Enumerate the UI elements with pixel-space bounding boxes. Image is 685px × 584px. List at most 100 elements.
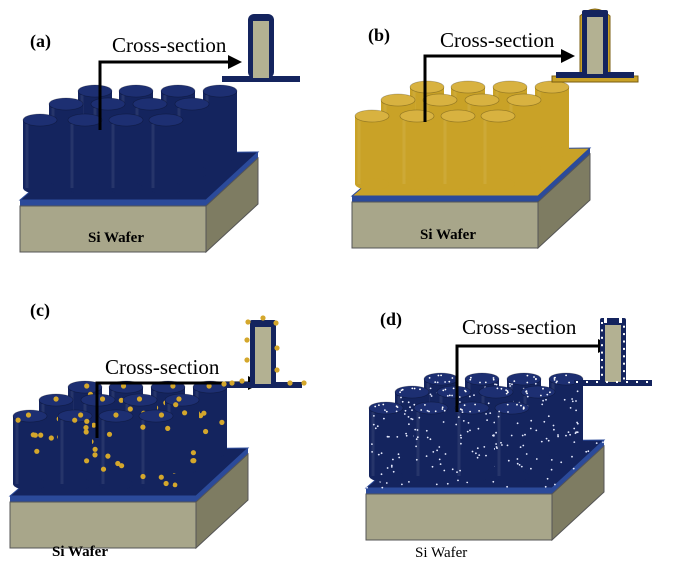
nanopillar-base bbox=[414, 470, 448, 482]
pore bbox=[550, 459, 553, 461]
pore bbox=[489, 412, 492, 414]
surface-pore bbox=[457, 479, 459, 482]
nanopillar-base bbox=[99, 478, 133, 490]
nanopillar-top bbox=[138, 409, 174, 423]
pore bbox=[507, 459, 510, 462]
wafer-coating-edge bbox=[352, 196, 538, 202]
pore bbox=[411, 409, 413, 412]
pore bbox=[460, 442, 462, 445]
pore bbox=[441, 408, 444, 410]
pore bbox=[569, 433, 571, 436]
nanopillar-base bbox=[481, 178, 515, 190]
pore bbox=[521, 434, 524, 437]
pore bbox=[386, 467, 389, 469]
pore bbox=[556, 380, 558, 383]
pore bbox=[553, 379, 556, 381]
nanopillar-base bbox=[455, 470, 489, 482]
cross-section-pore bbox=[586, 381, 588, 383]
panel-c: (c) Cross-section Si Wafer bbox=[8, 300, 307, 560]
pore bbox=[372, 423, 375, 426]
nanopillar-body bbox=[369, 408, 403, 476]
pore bbox=[444, 453, 447, 455]
wafer-coating-edge bbox=[366, 488, 552, 494]
cross-section-pore bbox=[576, 381, 578, 383]
pore bbox=[487, 402, 490, 405]
pore bbox=[506, 403, 509, 406]
pore bbox=[484, 381, 487, 384]
au-nanoparticle bbox=[72, 417, 78, 423]
pore bbox=[496, 387, 499, 390]
nanopillar-body bbox=[481, 116, 515, 184]
nanopillar-body bbox=[68, 120, 102, 188]
pore bbox=[404, 409, 407, 412]
pore bbox=[483, 446, 486, 448]
nanopillar-base bbox=[58, 478, 92, 490]
au-nanoparticle bbox=[172, 482, 178, 488]
pore bbox=[524, 433, 526, 436]
cross-section-base-layer bbox=[556, 72, 634, 78]
cross-section-particle bbox=[229, 380, 235, 386]
pore bbox=[506, 390, 509, 392]
pore bbox=[431, 465, 434, 468]
pore bbox=[569, 407, 572, 409]
surface-pore bbox=[587, 450, 590, 453]
nanopillar-top bbox=[354, 109, 390, 123]
pore bbox=[451, 377, 454, 379]
au-nanoparticle bbox=[38, 432, 44, 438]
cross-section-pore bbox=[623, 370, 625, 373]
surface-pore bbox=[544, 485, 547, 488]
wafer-front-face bbox=[365, 493, 553, 541]
panel-c-label: (c) bbox=[30, 300, 50, 321]
cross-section-particle bbox=[245, 319, 251, 325]
pore bbox=[424, 404, 426, 406]
cross-section-pillar-core bbox=[605, 325, 621, 382]
pore bbox=[576, 390, 579, 393]
pore bbox=[475, 452, 477, 455]
nanopillar-base bbox=[13, 478, 47, 490]
nanopillar-top bbox=[48, 97, 84, 111]
surface-pore bbox=[554, 483, 556, 486]
pore bbox=[571, 400, 574, 403]
pore bbox=[405, 434, 408, 437]
nanopillar-top bbox=[108, 113, 144, 127]
nanopillar-top bbox=[506, 372, 542, 386]
pore bbox=[500, 387, 503, 390]
pore bbox=[526, 395, 529, 398]
nanopillar-top bbox=[409, 80, 445, 94]
pore bbox=[516, 462, 519, 465]
au-nanoparticle bbox=[106, 431, 113, 437]
cross-section-particle bbox=[274, 367, 280, 373]
pore bbox=[371, 443, 373, 445]
pore bbox=[525, 453, 528, 455]
nanopillar-top bbox=[506, 93, 542, 107]
panel-d-cross-section-label: Cross-section bbox=[462, 315, 577, 339]
pore bbox=[383, 417, 385, 420]
cross-section-pore bbox=[601, 366, 603, 369]
pore bbox=[526, 392, 528, 395]
cross-section-pore bbox=[606, 381, 608, 383]
pore bbox=[557, 435, 559, 438]
pore bbox=[535, 458, 538, 460]
panel-d: (d) Cross-section Si Wafer bbox=[364, 309, 652, 561]
au-nanoparticle bbox=[15, 417, 21, 423]
au-nanoparticle bbox=[115, 460, 121, 467]
pore bbox=[492, 378, 495, 381]
pore bbox=[432, 451, 435, 453]
pore bbox=[492, 434, 494, 437]
pore bbox=[518, 464, 521, 466]
pore bbox=[459, 469, 461, 472]
wafer-side-face bbox=[195, 452, 249, 550]
cross-section-arrow-line bbox=[455, 344, 600, 412]
pore bbox=[507, 411, 509, 413]
au-nanoparticle bbox=[83, 429, 89, 435]
pore bbox=[458, 396, 461, 398]
pore bbox=[522, 408, 525, 410]
pore bbox=[376, 425, 379, 428]
pore bbox=[530, 419, 533, 422]
cross-section-pore bbox=[596, 381, 598, 383]
pore bbox=[535, 377, 537, 380]
wafer-front-face bbox=[9, 501, 197, 549]
nanopillar-top bbox=[478, 385, 514, 399]
au-nanoparticle bbox=[92, 452, 98, 458]
pore bbox=[552, 424, 555, 427]
